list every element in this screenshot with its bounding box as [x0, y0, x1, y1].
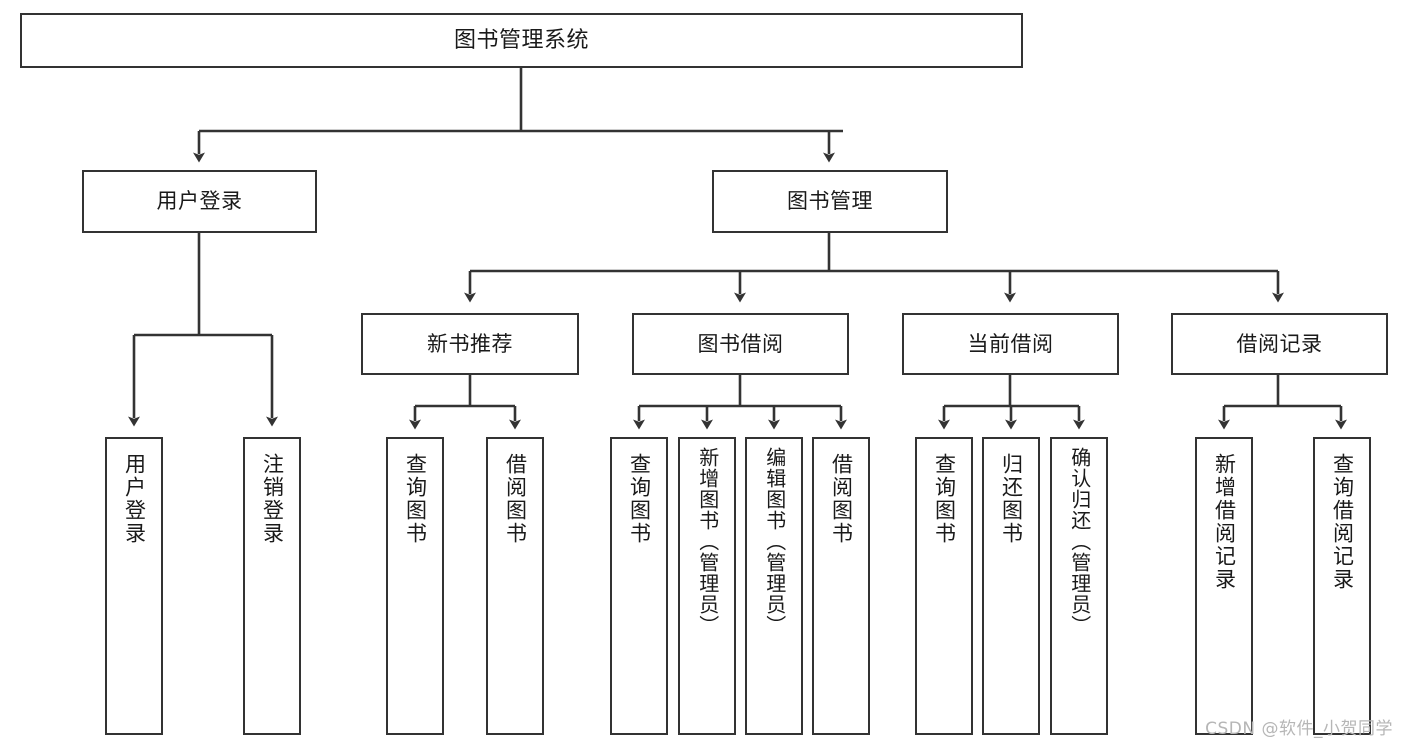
node-label: 新增借阅记录 [1212, 453, 1237, 591]
node-label: 归还图书 [999, 453, 1024, 545]
node-label: 注销登录 [260, 453, 285, 545]
node-label: 查询借阅记录 [1330, 453, 1355, 591]
node-new-book-recommend[interactable]: 新书推荐 [361, 313, 579, 375]
node-label: 查询图书 [403, 453, 428, 545]
node-label: 用户登录 [122, 453, 147, 545]
leaf-user-login[interactable]: 用户登录 [105, 437, 163, 735]
node-label: 图书借阅 [697, 331, 784, 356]
leaf-confirm-return-admin[interactable]: 确认归还（管理员） [1050, 437, 1108, 735]
node-label: 用户登录 [156, 189, 243, 214]
node-label: 确认归还（管理员） [1067, 447, 1092, 636]
node-label: 借阅图书 [503, 453, 528, 545]
node-root-system[interactable]: 图书管理系统 [20, 13, 1023, 68]
node-current-borrow[interactable]: 当前借阅 [902, 313, 1119, 375]
leaf-borrow-book-recommend[interactable]: 借阅图书 [486, 437, 544, 735]
node-label: 新书推荐 [427, 331, 513, 356]
watermark: CSDN @软件_小贺同学 [1205, 719, 1393, 739]
node-borrow-records[interactable]: 借阅记录 [1171, 313, 1388, 375]
node-book-borrow[interactable]: 图书借阅 [632, 313, 849, 375]
node-label: 编辑图书（管理员） [762, 447, 787, 636]
node-label: 当前借阅 [967, 331, 1054, 356]
leaf-query-book-recommend[interactable]: 查询图书 [386, 437, 444, 735]
leaf-return-book[interactable]: 归还图书 [982, 437, 1040, 735]
node-label: 借阅记录 [1236, 331, 1323, 356]
leaf-query-book-current[interactable]: 查询图书 [915, 437, 973, 735]
node-book-management[interactable]: 图书管理 [712, 170, 948, 233]
leaf-query-borrow-record[interactable]: 查询借阅记录 [1313, 437, 1371, 735]
leaf-add-borrow-record[interactable]: 新增借阅记录 [1195, 437, 1253, 735]
leaf-add-book-admin[interactable]: 新增图书（管理员） [678, 437, 736, 735]
node-label: 图书管理 [787, 189, 873, 214]
leaf-edit-book-admin[interactable]: 编辑图书（管理员） [745, 437, 803, 735]
leaf-borrow-book[interactable]: 借阅图书 [812, 437, 870, 735]
node-label: 新增图书（管理员） [695, 447, 720, 636]
leaf-user-logout[interactable]: 注销登录 [243, 437, 301, 735]
node-label: 查询图书 [627, 453, 652, 545]
node-label: 借阅图书 [829, 453, 854, 545]
node-label: 图书管理系统 [453, 27, 589, 53]
node-user-login[interactable]: 用户登录 [82, 170, 317, 233]
leaf-query-book-borrow[interactable]: 查询图书 [610, 437, 668, 735]
node-label: 查询图书 [932, 453, 957, 545]
